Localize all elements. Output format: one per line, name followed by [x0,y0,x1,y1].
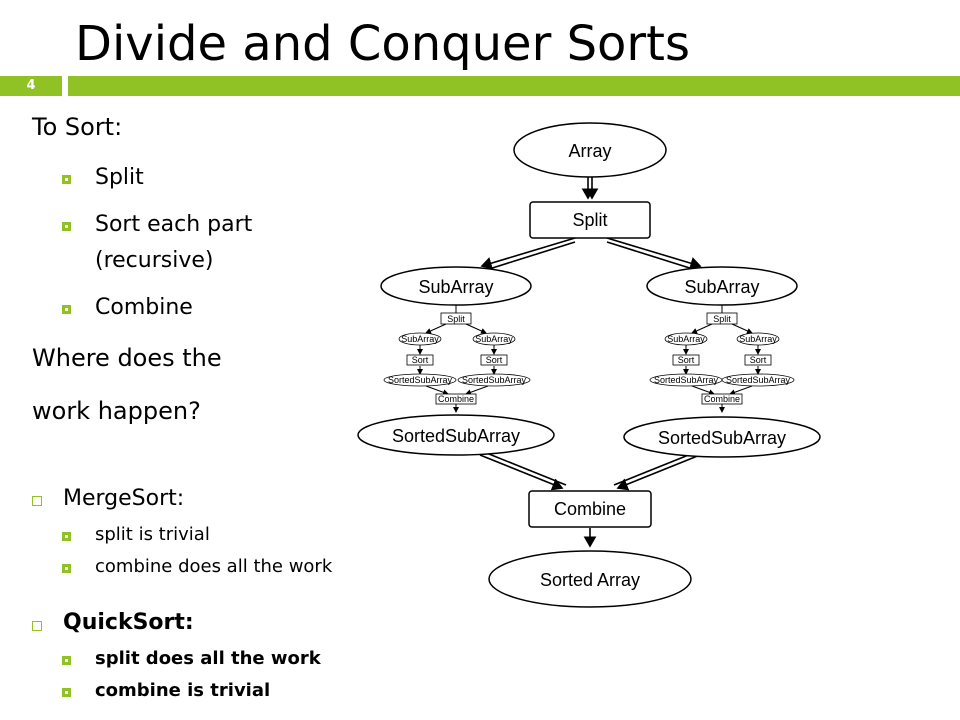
bullet-sort-each: Sort each part [95,212,253,237]
bullet-icon [62,564,71,573]
quick-combine-note: combine is trivial [95,680,271,701]
svg-text:SortedSubArray: SortedSubArray [462,375,527,385]
bullet-icon [62,222,71,231]
sorted-array-label: Sorted Array [540,570,640,590]
svg-text:Sort: Sort [750,355,767,365]
array-node [513,122,667,178]
sorted-right-label: SortedSubArray [658,428,786,448]
svg-text:Sort: Sort [486,355,503,365]
svg-text:Combine: Combine [704,394,740,404]
bullet-split: Split [95,165,144,190]
mini-diagram-right: Split SubArray SubArray Sort Sort Sorted… [649,305,795,413]
arrow-split-left [480,237,576,270]
svg-text:Sort: Sort [412,355,429,365]
bullet-icon [32,496,42,506]
quick-split-note: split does all the work [95,648,321,669]
merge-split-note: split is trivial [95,524,210,545]
array-label: Array [568,141,611,161]
arrow-right-combine [616,454,701,491]
bullet-sort-each-cont: (recursive) [95,248,214,273]
subarray-right-label: SubArray [684,277,759,297]
slide-title: Divide and Conquer Sorts [75,16,690,72]
svg-text:SubArray: SubArray [739,334,777,344]
slide-number: 4 [26,78,36,93]
svg-text:SortedSubArray: SortedSubArray [654,375,719,385]
combine-label: Combine [554,499,626,519]
merge-combine-note: combine does all the work [95,556,333,577]
svg-text:Sort: Sort [678,355,695,365]
bullet-icon [62,656,71,665]
bullet-icon [62,175,71,184]
bullet-icon [32,621,42,631]
bullet-icon [62,688,71,697]
arrow-split-right [606,237,702,270]
svg-text:SortedSubArray: SortedSubArray [726,375,791,385]
sorted-left-node [357,414,555,456]
sorted-right-node [623,416,821,458]
slide-number-bar [0,76,62,96]
arrow-left-combine [479,454,564,491]
sorted-array-node [488,550,692,608]
question-line2: work happen? [32,397,201,425]
svg-text:SubArray: SubArray [475,334,513,344]
mini-diagram-left: Split SubArray SubArray Sort Sort Sorted… [383,305,531,413]
svg-text:SortedSubArray: SortedSubArray [388,375,453,385]
bullet-icon [62,532,71,541]
split-label: Split [572,210,607,230]
title-rule [68,76,960,96]
subarray-left-label: SubArray [418,277,493,297]
combine-node [528,490,652,528]
svg-text:SubArray: SubArray [667,334,705,344]
sorted-left-label: SortedSubArray [392,426,520,446]
svg-text:Split: Split [713,314,731,324]
question-line1: Where does the [32,344,222,372]
svg-text:Split: Split [447,314,465,324]
bullet-combine: Combine [95,295,193,320]
svg-text:Combine: Combine [438,394,474,404]
split-node [529,201,651,239]
to-sort-heading: To Sort: [32,113,123,141]
svg-text:SubArray: SubArray [401,334,439,344]
bullet-icon [62,305,71,314]
quicksort-heading: QuickSort: [63,610,194,635]
mergesort-heading: MergeSort: [63,486,185,511]
